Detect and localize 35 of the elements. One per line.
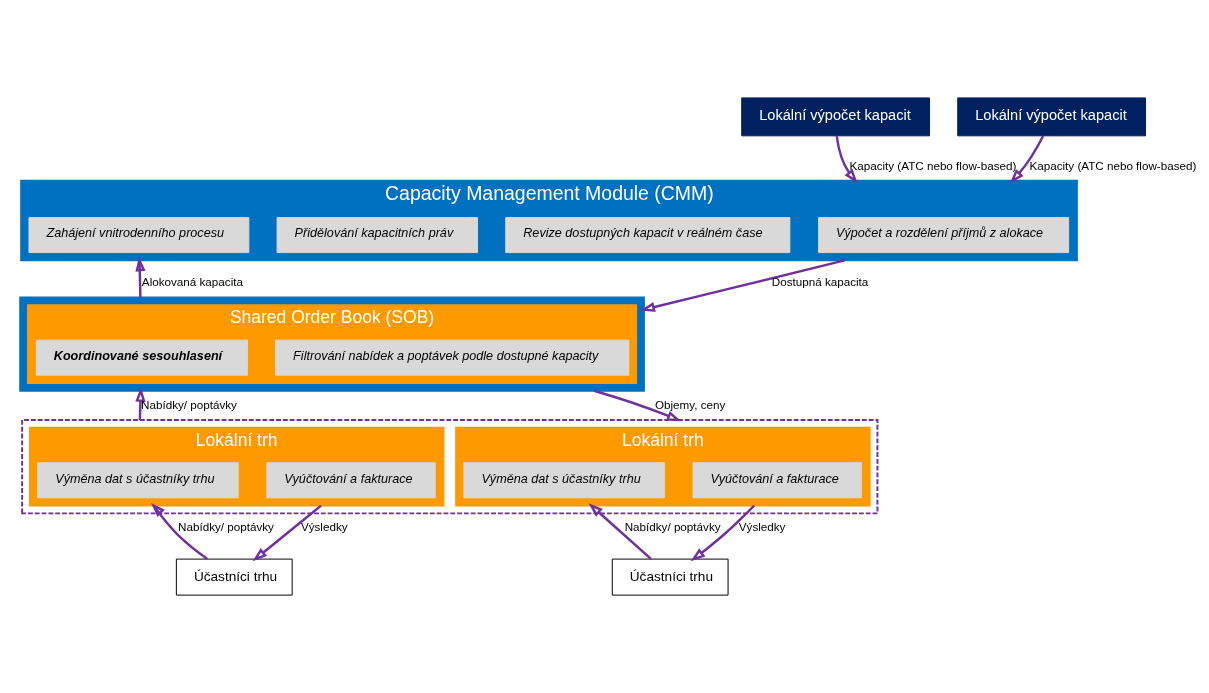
edge-label: Nabídky/ poptávky — [624, 520, 721, 534]
edge-label: Kapacity (ATC nebo flow-based) — [849, 158, 1017, 172]
edge-label: Objemy, ceny — [654, 397, 726, 411]
edge-label: Nabídky/ poptávky — [141, 397, 237, 411]
arrow — [1009, 135, 1045, 184]
node-box: Účastníci trhu — [175, 558, 293, 596]
node-box: Koordinované sesouhlasení — [35, 339, 248, 376]
node-box: Vyúčtování a fakturace — [692, 462, 862, 499]
edge-label: Dostupná kapacita — [771, 275, 869, 289]
arrow — [135, 256, 146, 298]
arrow — [150, 502, 209, 560]
edge-label: Výsledky — [738, 520, 786, 534]
edge-label: Nabídky/ poptávky — [178, 520, 274, 534]
cluster — [19, 296, 645, 392]
arrow — [835, 135, 858, 184]
edge-label: Výsledky — [300, 520, 348, 534]
arrow — [588, 503, 652, 560]
arrow — [135, 387, 146, 420]
node-box: Vyúčtování a fakturace — [266, 462, 436, 499]
arrow — [640, 259, 845, 312]
edge-label: Kapacity (ATC nebo flow-based) — [1029, 158, 1197, 172]
node-box: Lokální výpočet kapacit — [957, 97, 1146, 137]
node-box: Výpočet a rozdělení příjmů z alokace — [818, 217, 1070, 254]
node-box: Filtrování nabídek a poptávek podle dostupné kapacity — [275, 339, 630, 376]
node-box: Zahájení vnitrodenního procesu — [28, 217, 250, 254]
node-box: Výměna dat s účastníky trhu — [37, 462, 239, 499]
arrow — [593, 389, 682, 422]
arrow — [252, 504, 322, 562]
node-box: Revize dostupných kapacit v reálném čase — [505, 217, 791, 254]
edge-label: Alokovaná kapacita — [141, 275, 243, 289]
node-box: Lokální výpočet kapacit — [741, 97, 930, 137]
node-box: Účastníci trhu — [611, 558, 729, 596]
node-box: Přidělování kapacitních práv — [276, 217, 478, 254]
node-box: Výměna dat s účastníky trhu — [463, 462, 665, 499]
arrow — [690, 504, 756, 562]
